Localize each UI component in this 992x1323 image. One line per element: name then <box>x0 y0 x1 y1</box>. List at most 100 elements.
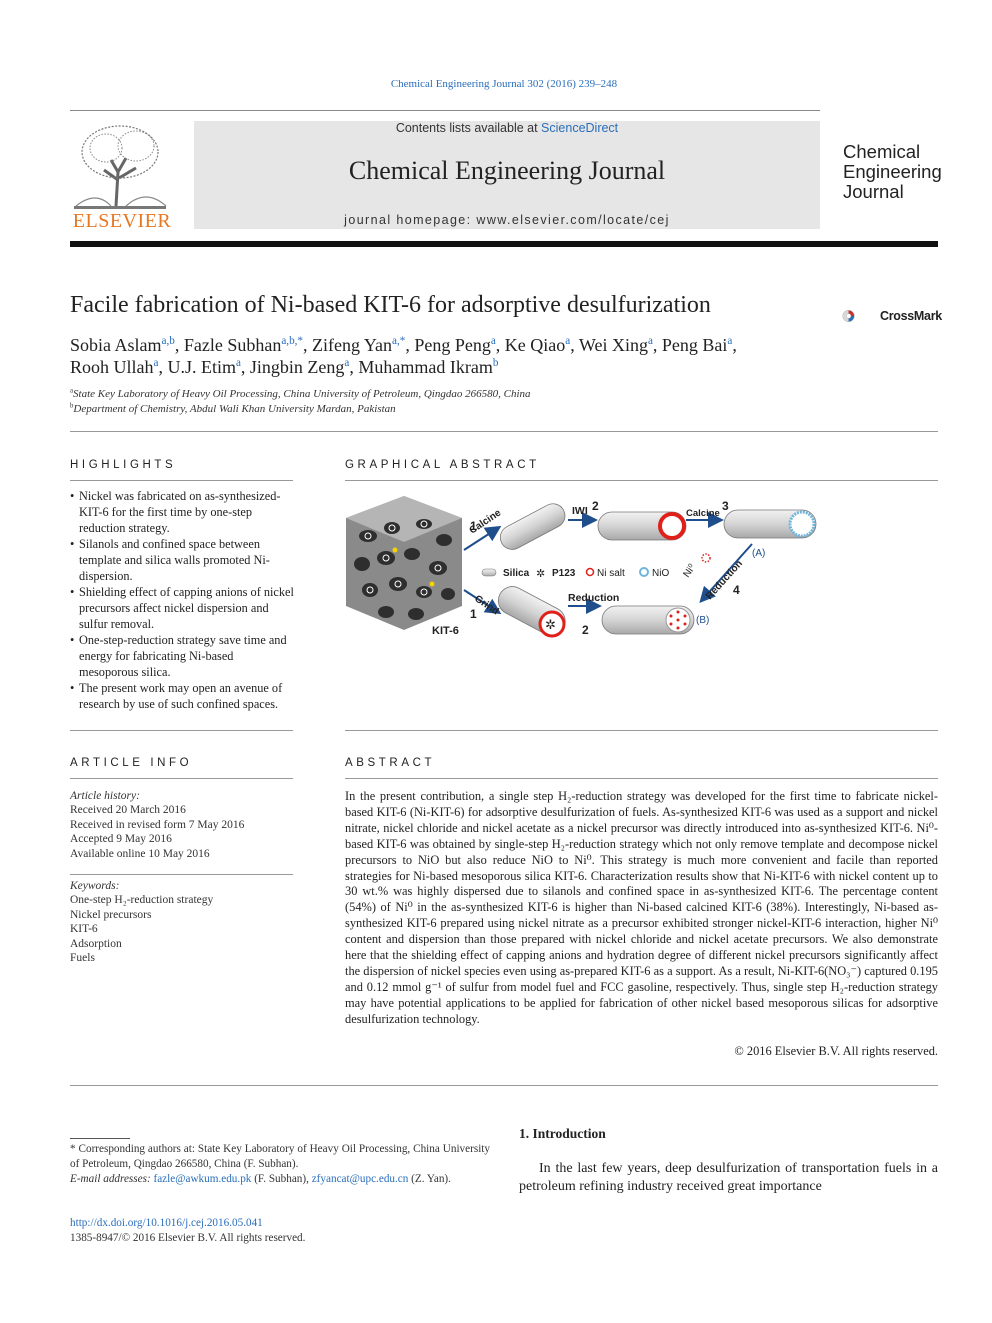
author-name[interactable]: Sobia Aslam <box>70 335 162 355</box>
step-number: 4 <box>733 583 740 597</box>
divider <box>70 778 293 779</box>
legend-silica-label: Silica <box>503 568 530 579</box>
legend-silica-swatch <box>481 568 497 577</box>
author-name[interactable]: Peng Peng <box>414 335 491 355</box>
authors-line-1: Sobia Aslama,b, Fazle Subhana,b,*, Zifen… <box>70 335 737 355</box>
introduction-body: In the last few years, deep desulfurizat… <box>519 1161 938 1194</box>
ni-salt-marker <box>658 512 686 540</box>
legend-ni-salt-swatch <box>585 567 595 577</box>
corresponding-author-note: * Corresponding authors at: State Key La… <box>70 1143 490 1170</box>
email-owner: (F. Subhan), <box>254 1173 309 1185</box>
author-affil-marker[interactable]: a <box>490 335 496 347</box>
keyword[interactable]: Adsorption <box>70 937 122 950</box>
sciencedirect-link[interactable]: ScienceDirect <box>541 121 619 135</box>
author-name[interactable]: Zifeng Yan <box>312 335 393 355</box>
highlights-heading: HIGHLIGHTS <box>70 459 177 471</box>
legend-p123-label: P123 <box>552 568 576 579</box>
legend-nio-label: NiO <box>652 568 669 579</box>
graphical-abstract-heading: GRAPHICAL ABSTRACT <box>345 459 540 471</box>
history-entry: Available online 10 May 2016 <box>70 847 210 860</box>
kit6-structure <box>346 496 462 630</box>
author-name[interactable]: Jingbin Zeng <box>249 357 345 377</box>
highlight-item: The present work may open an avenue of r… <box>70 680 295 712</box>
history-entry: Received in revised form 7 May 2016 <box>70 818 245 831</box>
elsevier-wordmark: ELSEVIER <box>72 210 172 232</box>
crossmark-label[interactable]: CrossMark <box>880 309 942 323</box>
contents-prefix: Contents lists available at <box>395 121 542 135</box>
journal-reference[interactable]: Chemical Engineering Journal 302 (2016) … <box>390 78 618 90</box>
step-number: 2 <box>582 623 589 637</box>
divider <box>345 778 938 779</box>
keyword[interactable]: One-step H₂-reduction strategy <box>70 894 214 907</box>
header-rule <box>70 110 820 111</box>
legend-ni-salt-label: Ni salt <box>597 568 625 579</box>
divider <box>70 1085 938 1086</box>
history-entry: Accepted 9 May 2016 <box>70 833 172 846</box>
divider <box>345 730 938 731</box>
affiliation-text: Department of Chemistry, Abdul Wali Khan… <box>73 403 396 415</box>
affiliation-text: State Key Laboratory of Heavy Oil Proces… <box>73 388 531 400</box>
cover-title-line: Journal <box>843 181 904 202</box>
email-link-subhan[interactable]: fazle@awkum.edu.pk <box>153 1173 252 1185</box>
keywords-label: Keywords: <box>70 880 120 892</box>
route-a-label: (A) <box>752 548 765 559</box>
cover-title-line: Engineering <box>843 161 942 182</box>
author-affil-marker[interactable]: a <box>647 335 653 347</box>
author-affil-marker[interactable]: a,* <box>392 335 406 347</box>
issn-line: 1385-8947/© 2016 Elsevier B.V. All right… <box>70 1232 306 1244</box>
affiliation-a: aState Key Laboratory of Heavy Oil Proce… <box>70 387 531 400</box>
email-link-yan[interactable]: zfyancat@upc.edu.cn <box>311 1173 409 1185</box>
author-affil-marker[interactable]: a,b,* <box>281 335 304 347</box>
author-affil-marker[interactable]: a <box>344 357 350 369</box>
affiliation-marker: a <box>70 387 74 395</box>
history-entry: Received 20 March 2016 <box>70 804 186 817</box>
author-name[interactable]: U.J. Etim <box>167 357 236 377</box>
author-affil-marker[interactable]: b <box>492 357 499 369</box>
tube-calcined <box>499 503 566 550</box>
journal-homepage[interactable]: journal homepage: www.elsevier.com/locat… <box>344 213 670 227</box>
introduction-heading: 1. Introduction <box>519 1126 606 1141</box>
legend-p123-icon: ✲ <box>536 568 545 580</box>
journal-cover-title: Chemical Engineering Journal <box>843 142 953 202</box>
divider <box>70 480 293 481</box>
author-name[interactable]: Wei Xing <box>578 335 648 355</box>
keyword[interactable]: KIT-6 <box>70 923 98 936</box>
doi-link[interactable]: http://dx.doi.org/10.1016/j.cej.2016.05.… <box>70 1217 263 1229</box>
crossmark-icon[interactable] <box>842 297 880 335</box>
header-thick-rule <box>70 241 938 247</box>
keyword[interactable]: Nickel precursors <box>70 908 152 921</box>
step-number: 2 <box>592 499 599 513</box>
email-owner: (Z. Yan). <box>411 1173 451 1185</box>
author-name[interactable]: Rooh Ullah <box>70 357 154 377</box>
kit6-label: KIT-6 <box>432 625 459 637</box>
author-affil-marker[interactable]: a <box>235 357 241 369</box>
author-affil-marker[interactable]: a <box>153 357 159 369</box>
elsevier-tree-logo <box>66 120 174 210</box>
affiliation-marker: b <box>70 402 74 410</box>
divider <box>345 480 938 481</box>
divider <box>70 874 293 875</box>
ni-salt-p123-marker <box>538 610 566 638</box>
author-name[interactable]: Fazle Subhan <box>183 335 282 355</box>
email-label: E-mail addresses: <box>70 1173 151 1185</box>
keywords: Keywords: One-step H₂-reduction strategy… <box>70 879 213 965</box>
author-name[interactable]: Muhammad Ikram <box>358 357 493 377</box>
keyword[interactable]: Fuels <box>70 952 95 965</box>
p123-icon: ✲ <box>545 617 556 632</box>
author-affil-marker[interactable]: a,b <box>161 335 175 347</box>
cover-title-line: Chemical <box>843 141 921 162</box>
author-name[interactable]: Ke Qiao <box>504 335 566 355</box>
authors-line-2: Rooh Ullaha, U.J. Etima, Jingbin Zenga, … <box>70 357 499 377</box>
author-name[interactable]: Peng Bai <box>661 335 728 355</box>
author-affil-marker[interactable]: a <box>727 335 733 347</box>
arrow-calcine <box>463 525 502 551</box>
article-title: Facile fabrication of Ni-based KIT-6 for… <box>70 292 711 318</box>
calcine3-label: Calcine <box>686 508 720 519</box>
step-number: 3 <box>722 499 729 513</box>
legend-ni0-label: Ni⁰ <box>681 562 698 579</box>
author-affil-marker[interactable]: a <box>565 335 571 347</box>
journal-name[interactable]: Chemical Engineering Journal <box>348 156 666 185</box>
arrow-reduction-4 <box>699 543 753 603</box>
highlight-item: Nickel was fabricated on as-synthesized-… <box>70 488 295 536</box>
divider <box>70 730 293 731</box>
